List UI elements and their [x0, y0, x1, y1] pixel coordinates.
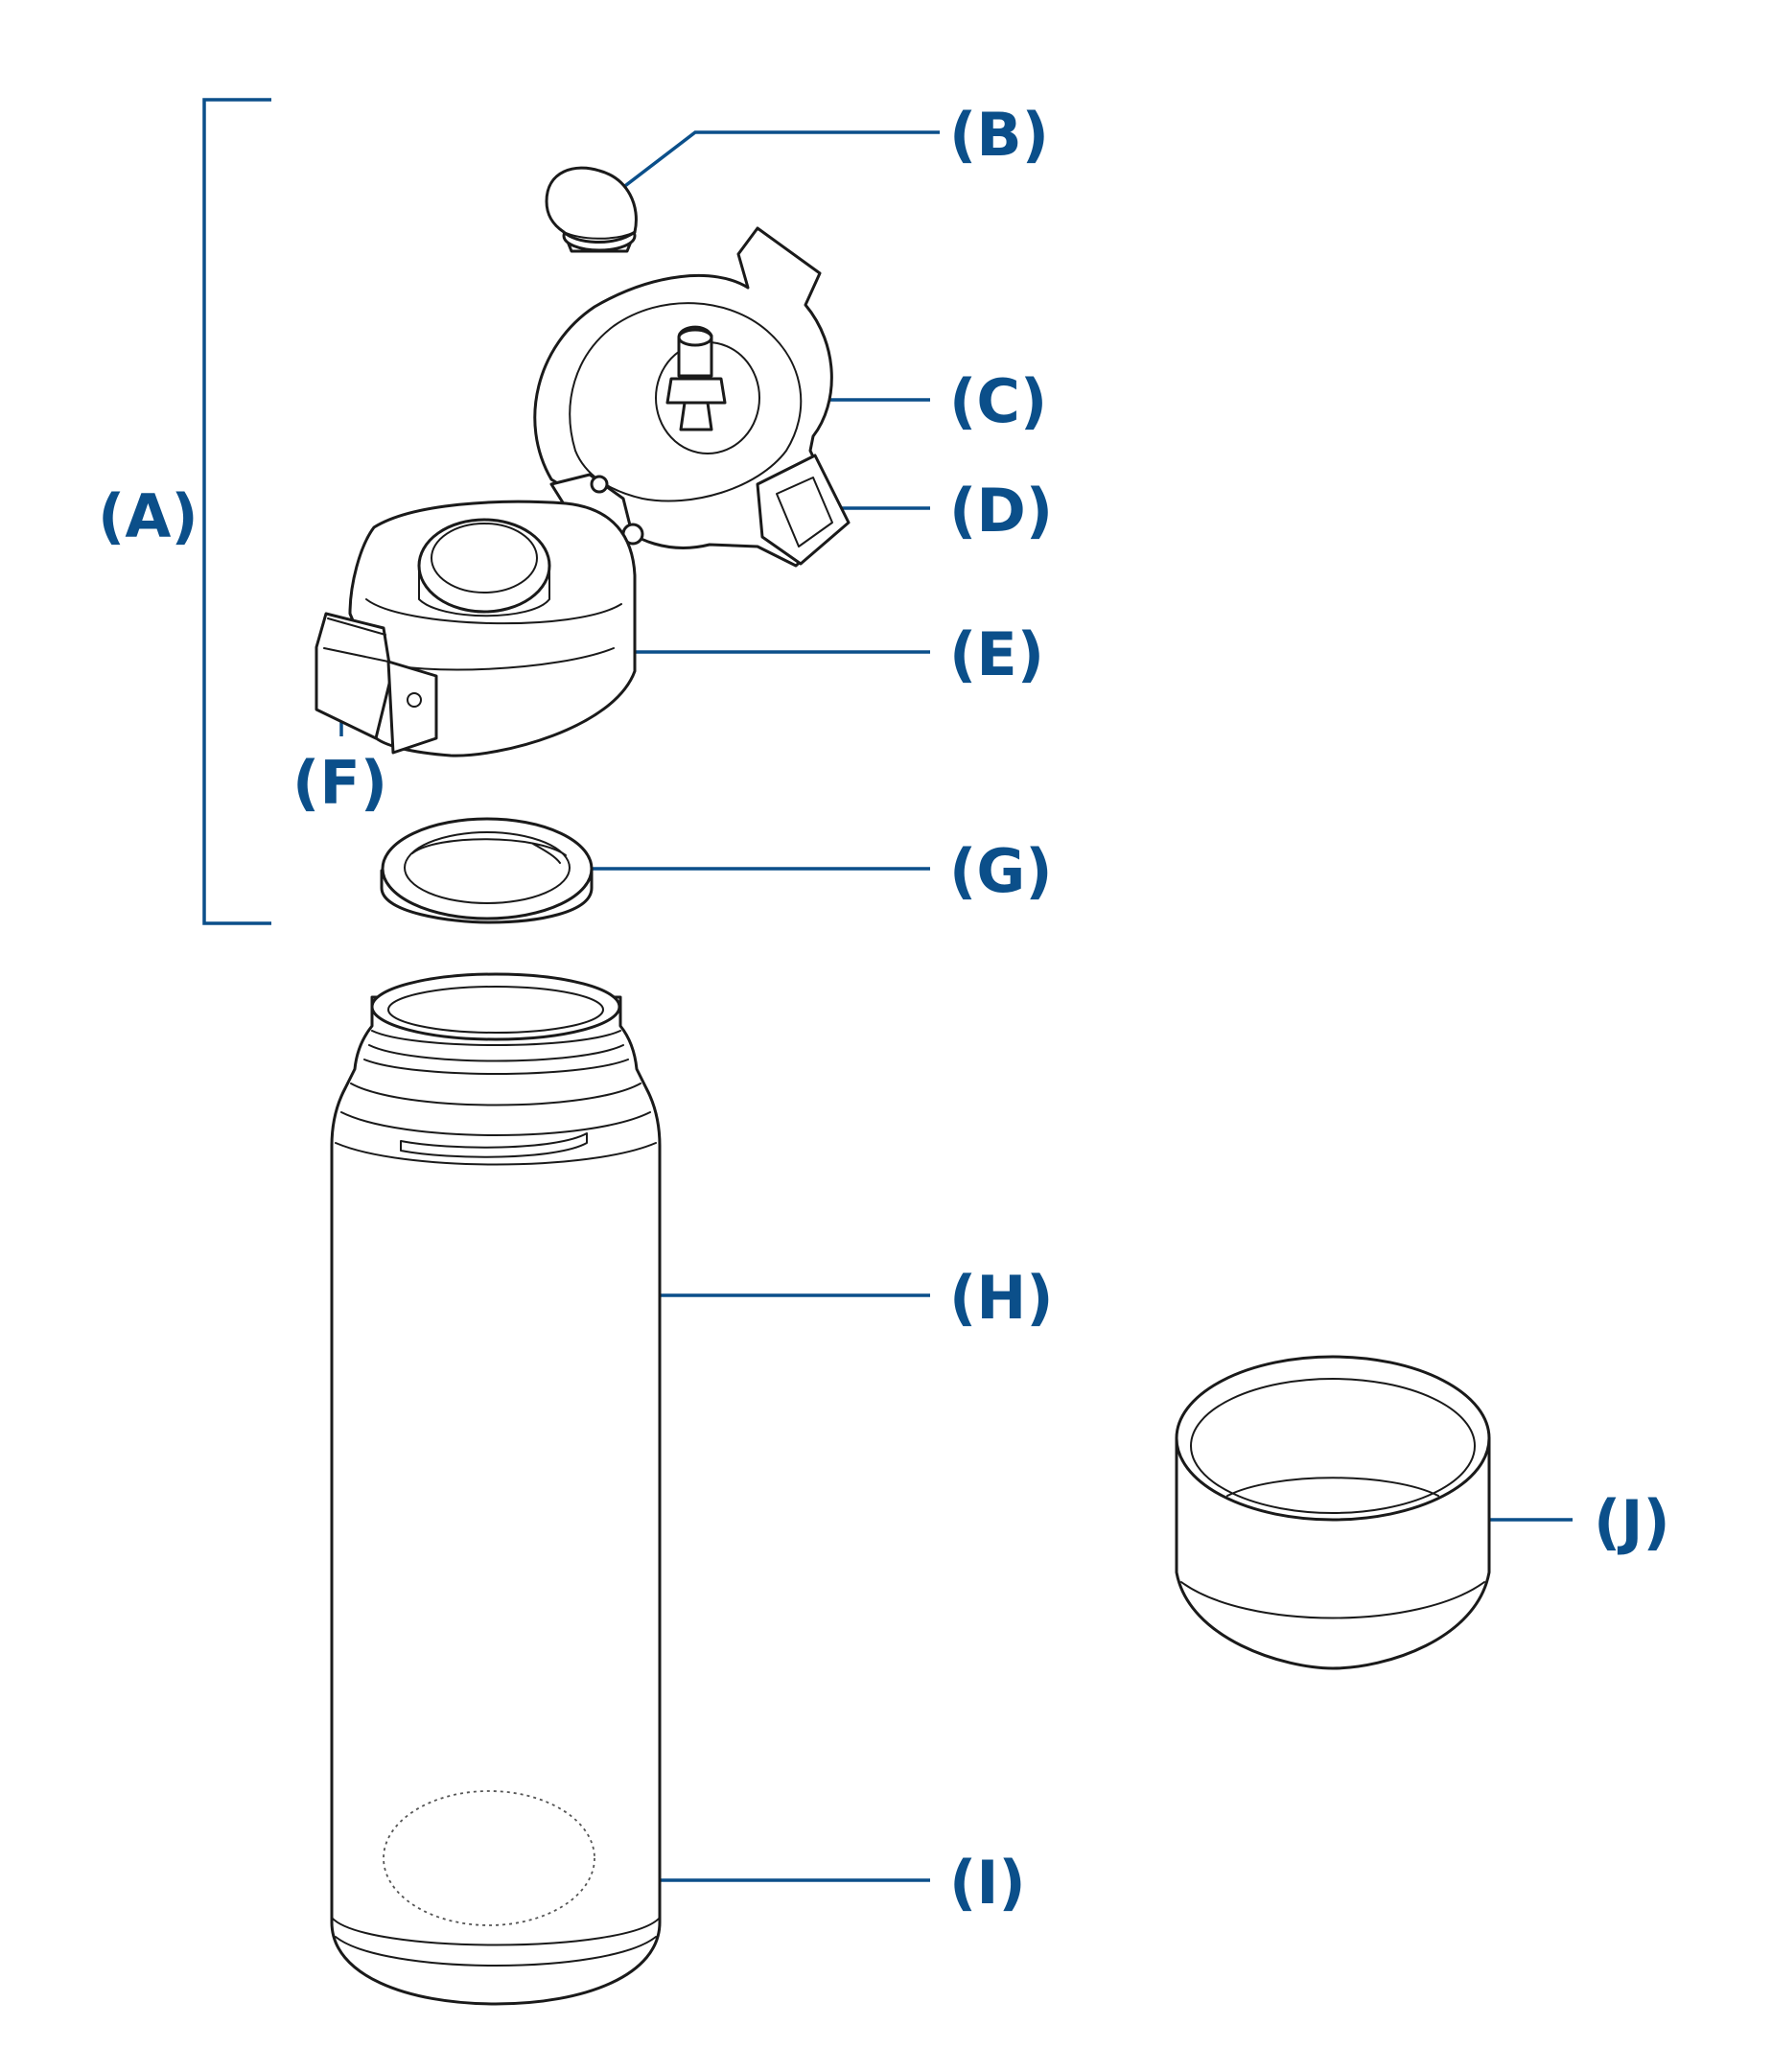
- callout-labels: (A) (B) (C) (D) (E) (F) (G) (H) (I) (J): [98, 100, 1670, 1918]
- label-h: (H): [949, 1263, 1054, 1333]
- bumper-cup-drawing: [1175, 1355, 1491, 1670]
- label-b: (B): [949, 100, 1049, 170]
- label-j: (J): [1594, 1487, 1670, 1557]
- label-a: (A): [98, 481, 198, 551]
- bracket-a: [202, 98, 271, 925]
- label-f: (F): [292, 748, 387, 818]
- leader-b: [612, 130, 940, 197]
- label-g: (G): [949, 836, 1053, 906]
- gasket-drawing: [380, 817, 594, 924]
- bottle-body-drawing: [330, 972, 662, 2006]
- label-d: (D): [949, 476, 1053, 546]
- label-i: (I): [949, 1848, 1026, 1918]
- spout-cap-drawing: [545, 166, 638, 253]
- label-e: (E): [949, 619, 1044, 689]
- lid-assembly-drawing: [315, 226, 851, 757]
- label-c: (C): [949, 366, 1047, 436]
